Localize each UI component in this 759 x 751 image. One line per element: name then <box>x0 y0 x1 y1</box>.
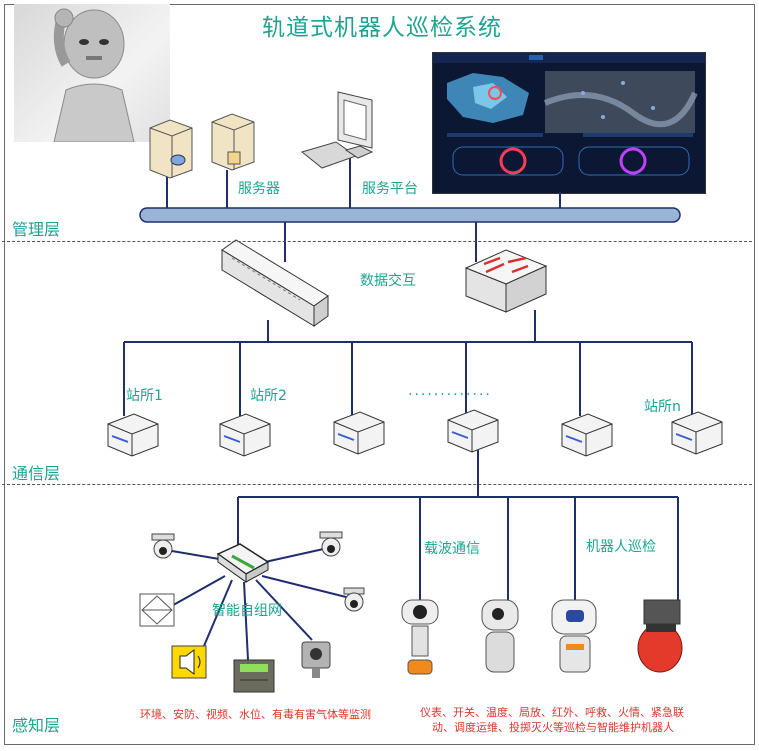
ptz-camera-icon-1 <box>151 533 175 559</box>
perception-right-caption-line1: 仪表、开关、温度、局放、红外、呼救、火情、紧急联 <box>420 706 684 719</box>
monitor-dashboard-screenshot <box>432 52 706 194</box>
patrol-robot-icon-1 <box>551 599 597 673</box>
layer-label-communication: 通信层 <box>12 464 61 483</box>
station-box-5 <box>561 413 613 457</box>
carrier-robot-icon-1 <box>401 599 439 675</box>
layer-divider-management <box>2 241 752 242</box>
robot-photo <box>14 4 170 142</box>
station-box-n <box>671 411 723 455</box>
layer-label-perception: 感知层 <box>12 716 61 735</box>
station-1-label: 站所1 <box>126 388 163 404</box>
smart-mesh-label: 智能自组网 <box>212 603 282 619</box>
station-box-4 <box>447 409 499 453</box>
station-box-1 <box>107 413 159 457</box>
carrier-robot-icon-2 <box>481 599 519 673</box>
station-ellipsis: ............. <box>408 383 492 399</box>
switch-icon <box>221 239 329 327</box>
server-icon-2 <box>211 113 255 171</box>
station-n-label: 站所n <box>644 399 681 415</box>
layer-label-management: 管理层 <box>12 220 61 239</box>
water-level-logger-icon <box>233 659 275 693</box>
speaker-alarm-icon <box>171 645 207 679</box>
ptz-camera-icon-2 <box>319 531 343 557</box>
network-bus-bar <box>139 207 681 223</box>
station-2-label: 站所2 <box>250 388 287 404</box>
server-icon-1 <box>149 119 193 179</box>
perception-left-caption: 环境、安防、视频、水位、有毒有害气体等监测 <box>140 708 371 721</box>
data-exchange-label: 数据交互 <box>360 273 416 289</box>
mesh-gateway-icon <box>216 543 270 583</box>
diagram-title: 轨道式机器人巡检系统 <box>262 15 502 41</box>
ptz-camera-icon-3 <box>343 587 365 612</box>
robot-patrol-label: 机器人巡检 <box>586 539 656 555</box>
router-icon <box>464 249 548 313</box>
gas-detector-icon <box>301 641 331 678</box>
layer-divider-communication <box>2 484 752 485</box>
station-box-2 <box>219 413 271 457</box>
carrier-comm-label: 载波通信 <box>424 541 480 557</box>
workstation-icon <box>300 91 374 169</box>
perception-right-caption-line2: 动、调度运维、投掷灭火等巡检与智能维护机器人 <box>432 721 674 734</box>
server-label: 服务器 <box>238 181 280 197</box>
patrol-robot-icon-2 <box>637 599 683 673</box>
station-box-3 <box>333 411 385 455</box>
platform-label: 服务平台 <box>362 181 418 197</box>
diagram-frame <box>4 4 755 745</box>
intrusion-sensor-icon <box>139 593 175 627</box>
